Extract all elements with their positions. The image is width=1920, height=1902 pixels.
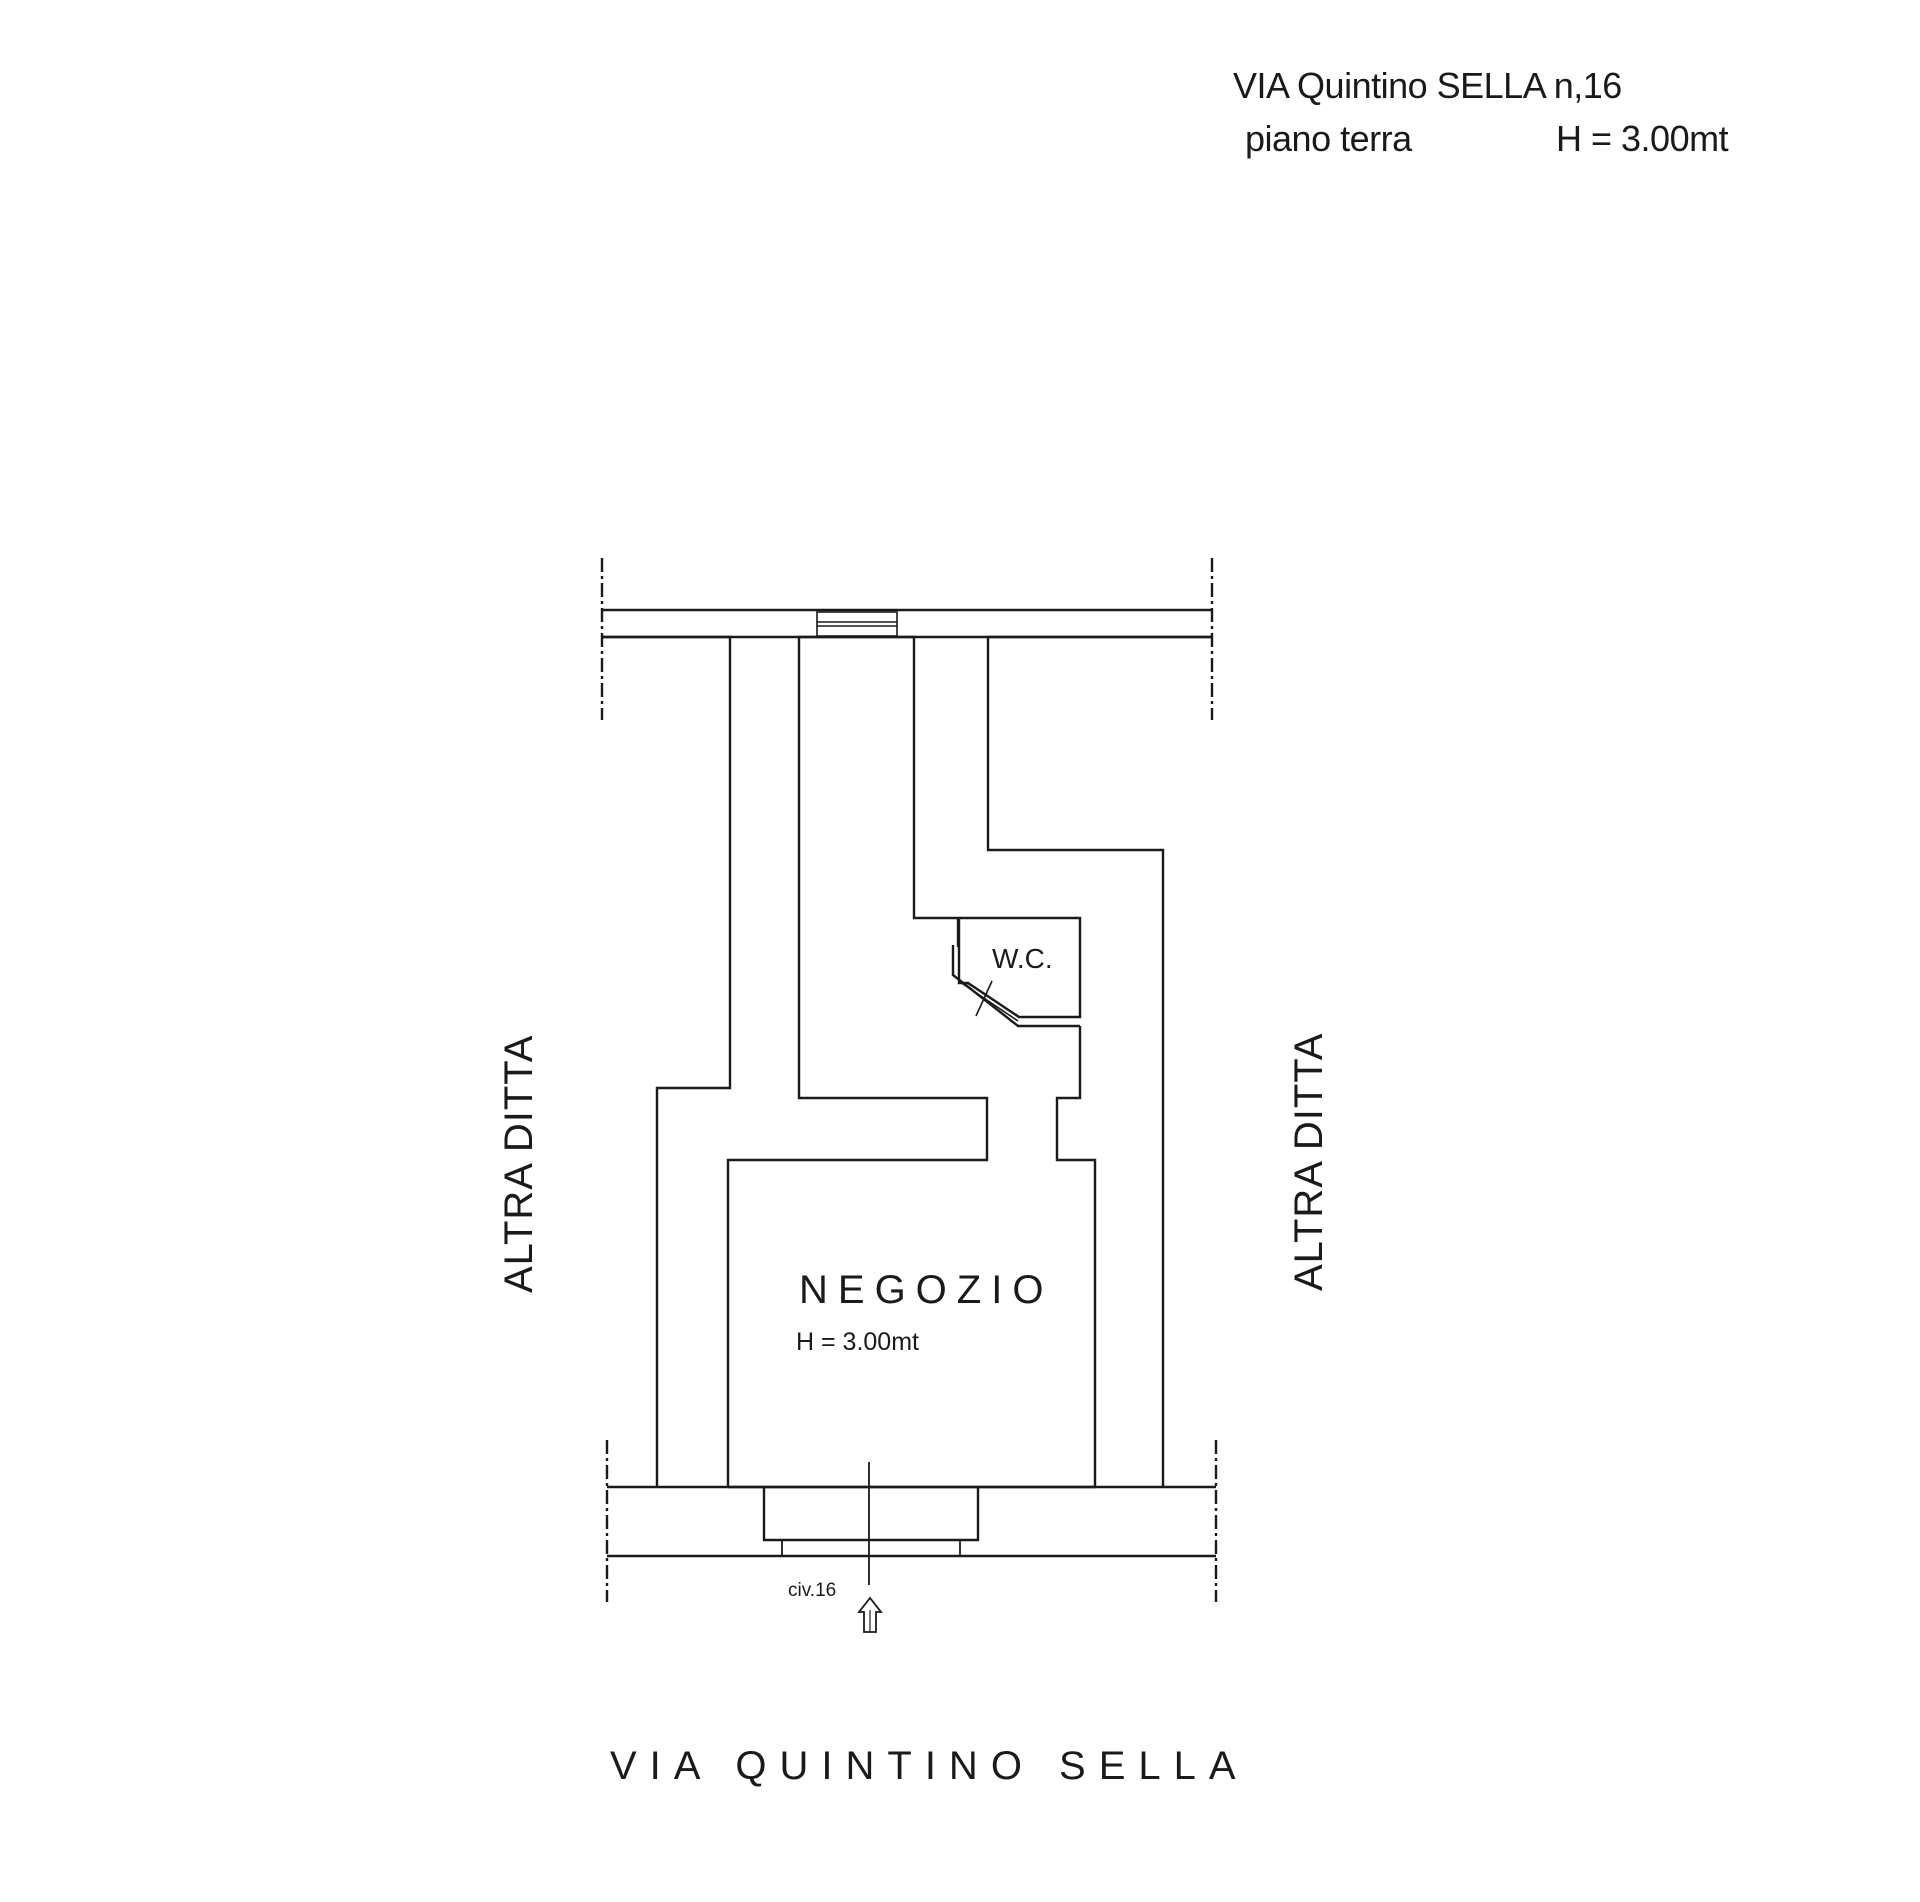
entrance-arrow-icon <box>857 1596 883 1633</box>
shop-entrance-step <box>762 1462 980 1585</box>
house-number-label: civ.16 <box>788 1580 836 1601</box>
front-boundary-wall <box>605 1440 1218 1602</box>
rear-boundary-wall <box>600 558 1214 720</box>
street-name-label: VIA QUINTINO SELLA <box>610 1744 1249 1788</box>
shop-height-label: H = 3.00mt <box>796 1328 919 1356</box>
left-party-wall <box>602 635 732 1487</box>
corridor-left-wall <box>726 637 989 1487</box>
right-party-wall <box>986 635 1212 1487</box>
shop-right-wall <box>728 1026 1097 1489</box>
corridor-outline <box>799 635 960 947</box>
plan-address: VIA Quintino SELLA n,16 <box>1233 65 1622 106</box>
plan-ceiling-height: H = 3.00mt <box>1556 118 1729 159</box>
wc-label: W.C. <box>992 943 1053 974</box>
shop-name-label: NEGOZIO <box>799 1268 1053 1312</box>
plan-floor-level: piano terra <box>1245 118 1412 159</box>
neighbor-left-label: ALTRA DITTA <box>497 1035 541 1293</box>
neighbor-right-label: ALTRA DITTA <box>1287 1033 1331 1291</box>
wc-enclosure <box>951 916 1082 1028</box>
